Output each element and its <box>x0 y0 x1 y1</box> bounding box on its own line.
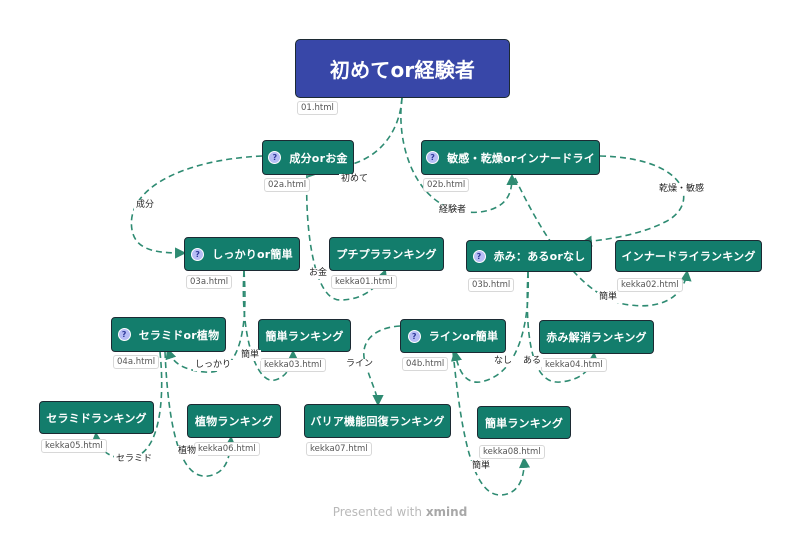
node-label: セラミドor植物 <box>138 328 220 342</box>
file-tag-02a: 02a.html <box>264 178 311 192</box>
node-label: 敏感・乾燥orインナードライ <box>447 151 595 165</box>
edge-label-kantan-k03: 簡単 <box>239 350 262 361</box>
result-node-kekka08[interactable]: 簡単ランキング <box>477 406 571 439</box>
file-tag-04a: 04a.html <box>113 355 160 369</box>
xmind-logo: xmind <box>425 505 468 519</box>
file-tag-kekka05: kekka05.html <box>41 439 107 453</box>
node-label: 簡単ランキング <box>484 416 564 430</box>
question-icon: ? <box>191 247 205 261</box>
node-label: バリア機能回復ランキング <box>310 415 445 428</box>
question-node-02a[interactable]: ? 成分orお金 <box>262 140 354 175</box>
root-label: 初めてor経験者 <box>329 58 476 82</box>
edge-04a-to-k06 <box>164 351 237 477</box>
node-label: セラミドランキング <box>46 411 147 425</box>
node-label: 赤み解消ランキング <box>546 331 647 344</box>
node-label: インナードライランキング <box>621 250 756 263</box>
question-node-03a[interactable]: ? しっかりor簡単 <box>184 237 300 271</box>
question-icon: ? <box>268 151 282 164</box>
result-node-kekka04[interactable]: 赤み解消ランキング <box>539 320 654 354</box>
node-label: 赤み：あるorなし <box>493 250 586 263</box>
edge-label-nashi: なし <box>492 356 515 367</box>
file-tag-kekka01: kekka01.html <box>331 275 397 289</box>
edge-label-kantan-k08: 簡単 <box>470 461 493 472</box>
edge-label-kansou-binkan: 乾燥・敏感 <box>657 184 707 195</box>
edge-label-okane: お金 <box>307 268 330 279</box>
edge-label-keikensha: 経験者 <box>437 205 469 216</box>
question-icon: ? <box>472 249 486 263</box>
question-node-03b[interactable]: ? 赤み：あるorなし <box>466 240 592 272</box>
root-node[interactable]: 初めてor経験者 <box>295 39 510 98</box>
node-label: プチプラランキング <box>336 248 437 261</box>
file-tag-kekka04: kekka04.html <box>541 358 607 372</box>
file-tag-04b: 04b.html <box>402 357 449 371</box>
edge-label-seibun: 成分 <box>134 200 157 211</box>
node-label: ラインor簡単 <box>428 330 499 343</box>
edge-02a-to-03a <box>130 155 263 259</box>
file-tag-kekka06: kekka06.html <box>194 442 260 456</box>
result-node-kekka02[interactable]: インナードライランキング <box>615 240 762 272</box>
edge-label-hajimete: 初めて <box>339 174 371 185</box>
edge-03b-to-k04 <box>526 271 599 383</box>
question-node-04a[interactable]: ? セラミドor植物 <box>111 317 226 352</box>
edge-label-line: ライン <box>344 359 376 370</box>
edge-label-kantan-k02: 簡単 <box>597 292 620 303</box>
file-tag-kekka02: kekka02.html <box>617 278 683 292</box>
question-node-04b[interactable]: ? ラインor簡単 <box>400 319 506 353</box>
question-icon: ? <box>407 329 421 343</box>
node-label: 簡単ランキング <box>265 329 344 343</box>
node-label: しっかりor簡単 <box>212 248 293 261</box>
edge-label-ceramide: セラミド <box>114 454 155 465</box>
edge-04b-to-k07 <box>363 325 401 407</box>
result-node-kekka07[interactable]: バリア機能回復ランキング <box>304 404 451 438</box>
file-tag-kekka08: kekka08.html <box>479 445 545 459</box>
edge-label-shokubutsu: 植物 <box>176 446 199 457</box>
question-icon: ? <box>426 151 440 164</box>
footer-presented-text: Presented with <box>332 505 422 519</box>
edge-root-to-02a <box>307 97 403 178</box>
question-node-02b[interactable]: ? 敏感・乾燥orインナードライ <box>421 140 600 175</box>
edge-label-shikkari: しっかり <box>193 360 234 371</box>
result-node-kekka03[interactable]: 簡単ランキング <box>258 319 351 352</box>
root-file-tag: 01.html <box>297 101 338 115</box>
footer-branding: Presented with xmind <box>0 505 800 519</box>
file-tag-kekka03: kekka03.html <box>260 358 326 372</box>
edge-02b-to-03b <box>580 155 685 247</box>
edge-04b-to-k08 <box>452 351 531 496</box>
result-node-kekka06[interactable]: 植物ランキング <box>187 404 281 438</box>
question-icon: ? <box>117 328 131 341</box>
node-label: 成分orお金 <box>289 151 348 165</box>
file-tag-03b: 03b.html <box>468 278 515 292</box>
file-tag-02b: 02b.html <box>423 178 470 192</box>
node-label: 植物ランキング <box>194 415 274 428</box>
file-tag-03a: 03a.html <box>186 275 233 289</box>
file-tag-kekka07: kekka07.html <box>306 442 372 456</box>
result-node-kekka05[interactable]: セラミドランキング <box>39 401 154 434</box>
edge-label-aru: ある <box>521 356 544 367</box>
result-node-kekka01[interactable]: プチプラランキング <box>329 237 444 271</box>
